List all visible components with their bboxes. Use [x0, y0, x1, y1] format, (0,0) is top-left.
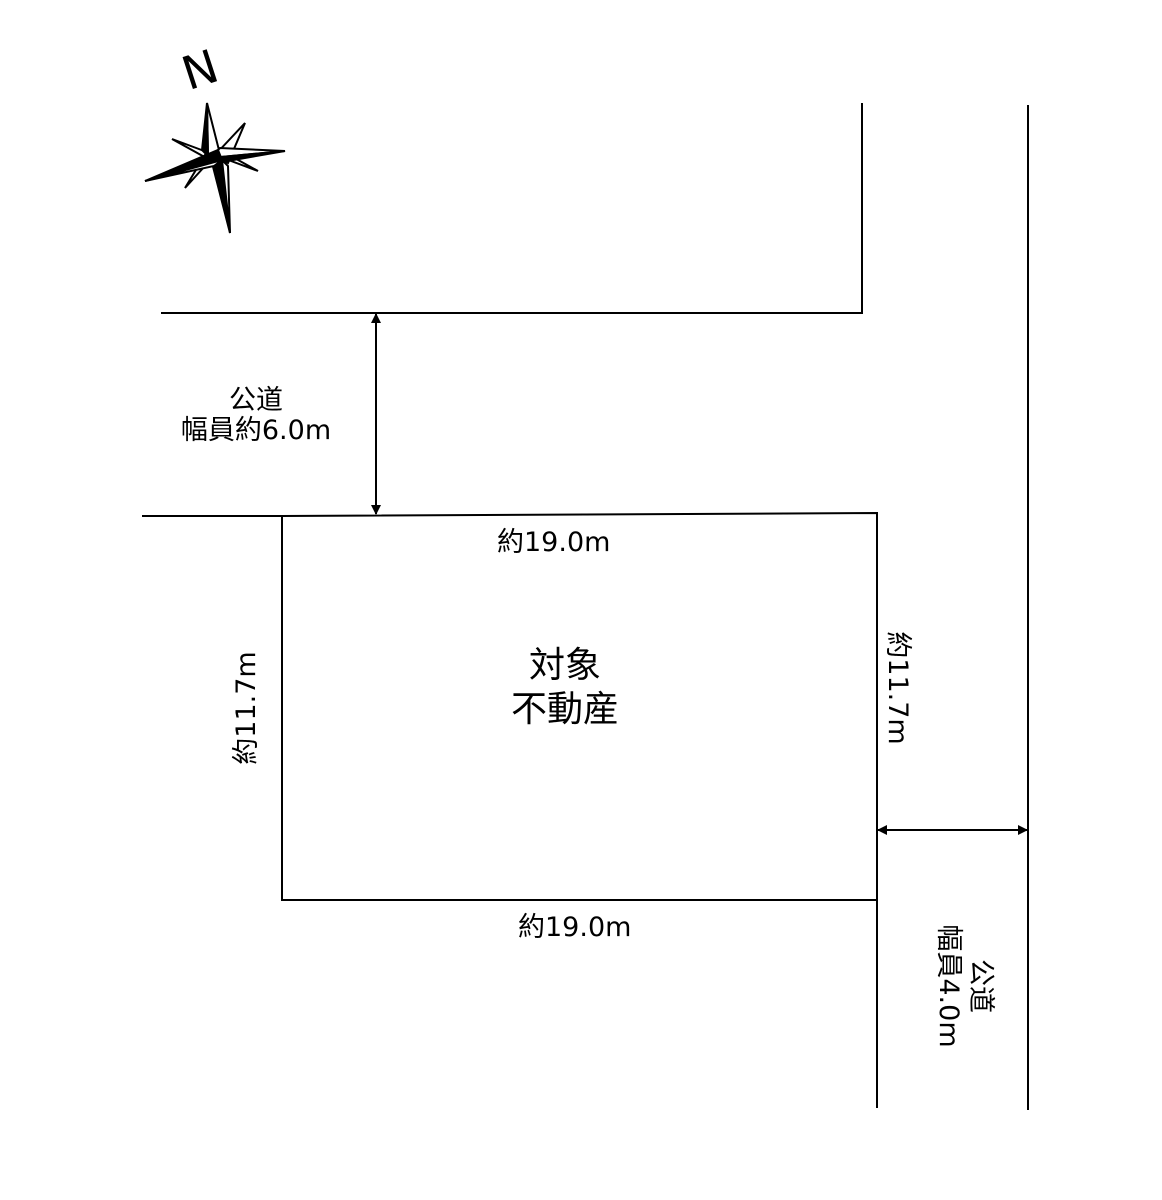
north-road-width: 幅員約6.0m [180, 415, 332, 446]
subject-lot-outline [281, 511, 878, 901]
lot-right-dimension: 約11.7m [882, 631, 913, 745]
subject-label-line2: 不動産 [510, 689, 619, 730]
north-road-north-edge [161, 103, 863, 314]
lot-top-dimension: 約19.0m [497, 527, 611, 558]
east-road-width: 幅員4.0m [933, 924, 964, 1048]
lot-bottom-dimension: 約19.0m [518, 912, 632, 943]
lot-left-dimension: 約11.7m [231, 651, 262, 765]
compass-rose-icon [144, 102, 286, 234]
east-road-label: 公道 幅員4.0m [932, 924, 996, 1047]
compass-north-label: N [175, 39, 224, 101]
north-road-label: 公道 幅員約6.0m [176, 386, 336, 446]
east-road-name: 公道 [965, 959, 996, 1013]
subject-label-line1: 対象 [528, 645, 601, 686]
subject-property-label: 対象 不動産 [470, 644, 660, 732]
north-road-name: 公道 [229, 385, 283, 416]
